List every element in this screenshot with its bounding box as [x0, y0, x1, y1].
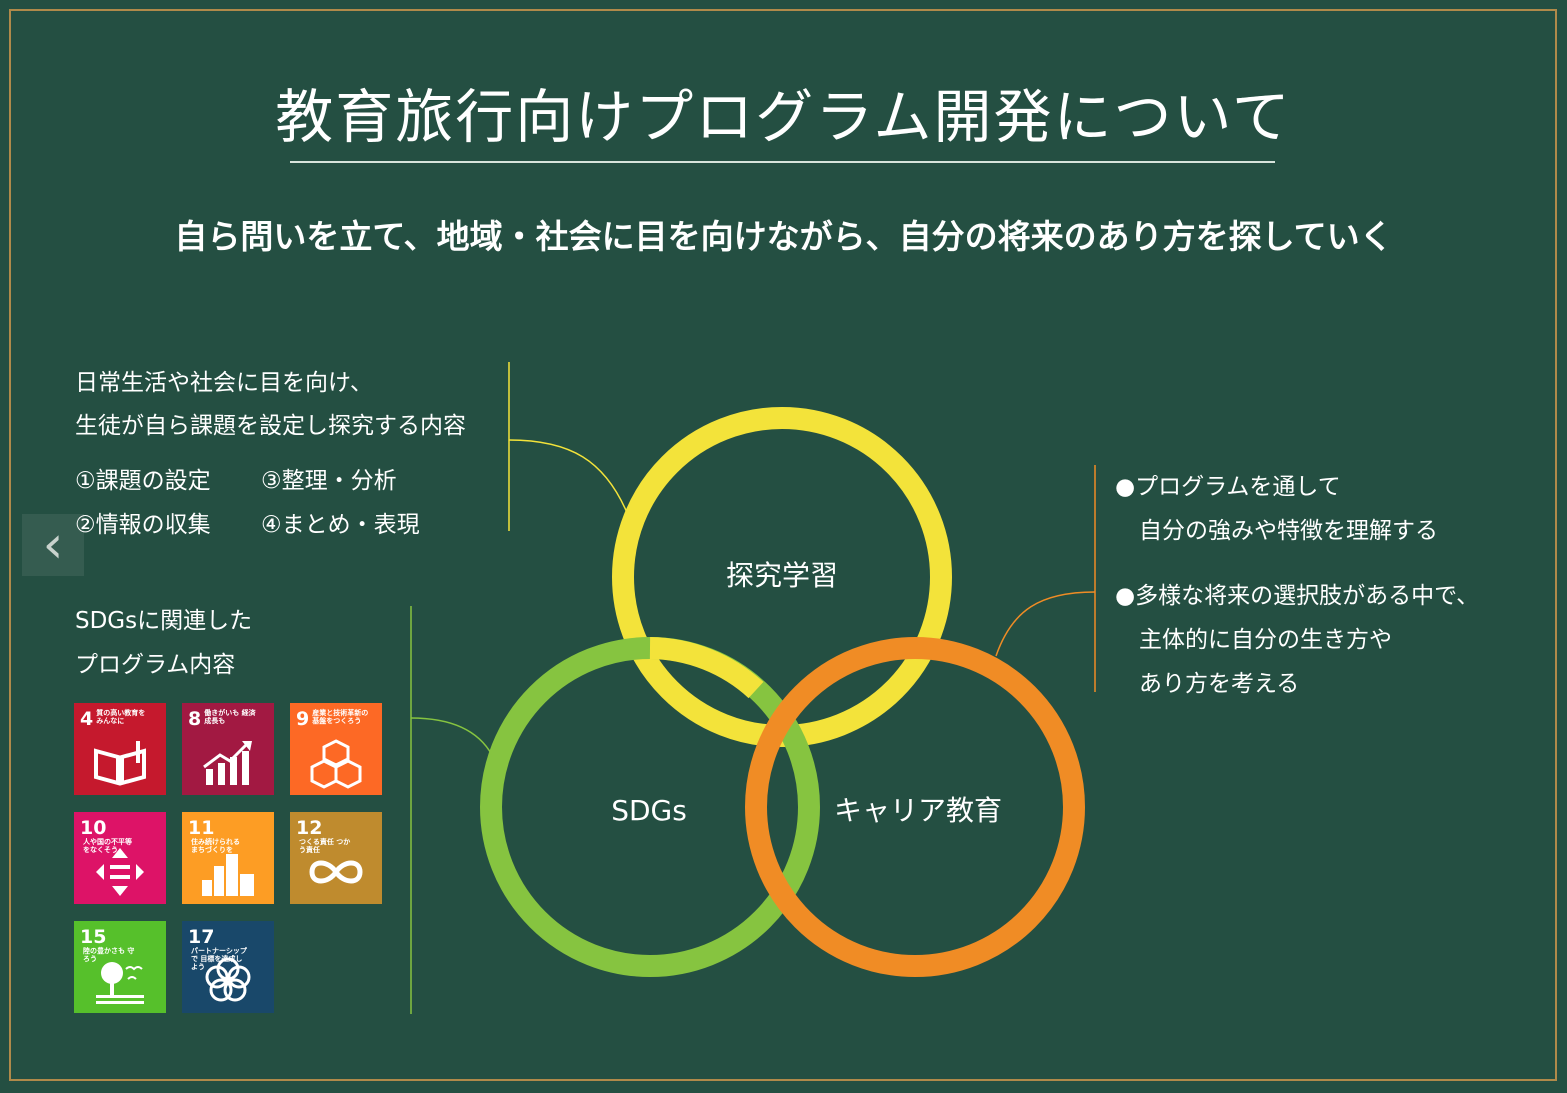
inquiry-description-line2: 生徒が自ら課題を設定し探究する内容 — [75, 413, 466, 439]
sdg-tile-number: 9 — [296, 708, 310, 730]
sdg-tile-17: 17パートナーシップで 目標を達成しよう — [182, 921, 274, 1013]
sdg-tile-number: 11 — [188, 817, 215, 839]
career-bullet2-line3: あり方を考える — [1139, 671, 1300, 697]
sdg-tile-label: 陸の豊かさも 守ろう — [83, 947, 135, 963]
inquiry-description-line1: 日常生活や社会に目を向け、 — [75, 370, 373, 396]
city-icon — [202, 854, 254, 896]
career-bullet2-line2: 主体的に自分の生き方や — [1139, 627, 1392, 653]
career-bullet2-line1: ●多様な将来の選択肢がある中で、 — [1115, 583, 1480, 609]
career-circle-label: キャリア教育 — [834, 794, 1002, 827]
career-bullet1-line1: ●プログラムを通して — [1115, 474, 1341, 500]
sdgs-circle-label: SDGs — [611, 794, 687, 827]
sdgs-connector — [410, 717, 493, 756]
page-subtitle: 自ら問いを立て、地域・社会に目を向けながら、自分の将来のあり方を探していく — [174, 217, 1393, 256]
tree-icon — [96, 962, 144, 1004]
sdg-tile-10: 10人や国の不平等 をなくそう — [74, 812, 166, 904]
sdg-tile-15: 15陸の豊かさも 守ろう — [74, 921, 166, 1013]
title-underline — [290, 161, 1275, 163]
sdg-tile-label: 住み続けられる まちづくりを — [191, 838, 240, 854]
inquiry-circle-label: 探究学習 — [726, 559, 838, 592]
inquiry-step: ④まとめ・表現 — [261, 512, 420, 538]
sdgs-description-line2: プログラム内容 — [75, 652, 236, 678]
inquiry-step: ③整理・分析 — [261, 468, 397, 494]
inquiry-overlap-arc — [649, 637, 764, 699]
cubes-icon — [310, 739, 362, 789]
sdg-tile-label: つくる責任 つかう責任 — [299, 838, 351, 854]
inquiry-connector — [508, 439, 629, 516]
sdg-tile-label: パートナーシップで 目標を達成しよう — [191, 947, 247, 971]
sdg-tile-11: 11住み続けられる まちづくりを — [182, 812, 274, 904]
sdg-tile-label: 働きがいも 経済成長も — [204, 709, 256, 725]
sdg-tile-number: 10 — [80, 817, 107, 839]
equality-arrows-icon — [96, 848, 144, 896]
page-title: 教育旅行向けプログラム開発について — [275, 83, 1292, 151]
sdgs-description-line1: SDGsに関連した — [75, 608, 253, 634]
career-connector — [995, 591, 1096, 657]
growth-chart-icon — [203, 741, 252, 785]
sdg-tile-number: 12 — [296, 817, 323, 839]
chevron-left-icon: ‹ — [42, 515, 64, 575]
inquiry-step: ②情報の収集 — [75, 512, 211, 538]
sdg-tile-number: 15 — [80, 926, 107, 948]
sdg-tile-number: 17 — [188, 926, 215, 948]
inquiry-step: ①課題の設定 — [75, 468, 211, 494]
sdg-tile-12: 12つくる責任 つかう責任 — [290, 812, 382, 904]
sdg-tile-number: 8 — [188, 708, 202, 730]
career-circle — [745, 637, 1085, 977]
flower-rings-icon — [205, 957, 251, 1002]
sdg-tile-label: 人や国の不平等 をなくそう — [83, 838, 132, 854]
sdg-tile-number: 4 — [80, 708, 94, 730]
book-icon — [94, 741, 146, 786]
career-bullet1-line2: 自分の強みや特徴を理解する — [1139, 518, 1438, 544]
page-frame — [9, 9, 1557, 1081]
back-button[interactable]: ‹ — [22, 514, 84, 576]
sdg-tile-label: 質の高い教育を みんなに — [96, 709, 146, 725]
infinity-icon — [309, 860, 363, 884]
sdg-tile-label: 産業と技術革新の 基盤をつくろう — [312, 709, 369, 725]
